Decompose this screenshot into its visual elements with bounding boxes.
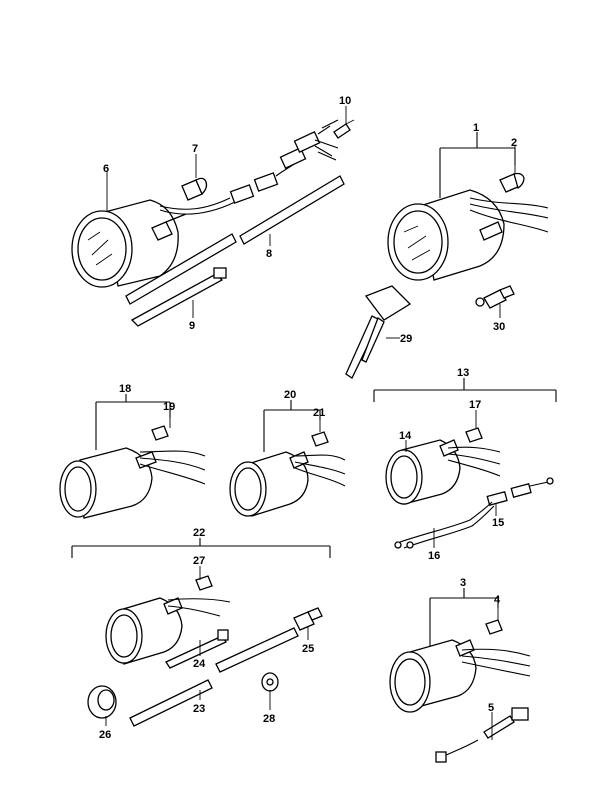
fitting-icon	[333, 119, 355, 139]
bulb-icon	[499, 172, 525, 193]
round-gauge-icon	[71, 199, 187, 288]
round-gauge-icon	[387, 189, 505, 281]
bulb-icon	[181, 177, 208, 201]
gauge-3-assembly	[389, 588, 531, 763]
bulb-icon	[485, 619, 503, 635]
callout-20: 20	[284, 389, 296, 401]
callout-26: 26	[99, 729, 111, 741]
callout-labels: 1 2 3 4 5 6 7 8 9 10 13 14 15 16 17 18 1…	[99, 95, 517, 741]
round-gauge-icon	[229, 451, 309, 517]
callout-7: 7	[192, 143, 198, 155]
callout-25: 25	[302, 643, 314, 655]
callout-17: 17	[469, 399, 481, 411]
fitting-icon	[293, 607, 323, 631]
wire-harness-icon	[394, 477, 554, 549]
plug-icon	[87, 685, 117, 719]
callout-6: 6	[103, 163, 109, 175]
callout-2: 2	[511, 137, 517, 149]
callout-16: 16	[428, 550, 440, 562]
callout-28: 28	[263, 713, 275, 725]
round-gauge-icon	[385, 439, 461, 505]
bulb-icon	[195, 575, 213, 591]
callout-29: 29	[400, 333, 412, 345]
callout-15: 15	[492, 517, 504, 529]
bulb-icon	[151, 425, 169, 441]
callout-18: 18	[119, 383, 131, 395]
callout-8: 8	[266, 248, 272, 260]
callout-13: 13	[457, 367, 469, 379]
gauge-20-assembly	[229, 400, 346, 517]
callout-1: 1	[473, 122, 479, 134]
callout-21: 21	[313, 407, 325, 419]
leader-lines	[105, 106, 516, 740]
gauge-13-assembly	[373, 378, 557, 549]
gauge-6-assembly	[71, 119, 355, 327]
callout-23: 23	[193, 703, 205, 715]
cable-tie-icon	[130, 267, 227, 327]
round-gauge-icon	[105, 597, 183, 665]
callout-9: 9	[189, 320, 195, 332]
callout-30: 30	[493, 321, 505, 333]
cable-tie-icon	[165, 629, 229, 669]
hose-icon	[125, 175, 345, 305]
callout-24: 24	[193, 658, 206, 670]
callout-5: 5	[488, 702, 494, 714]
callout-19: 19	[163, 401, 175, 413]
callout-27: 27	[193, 555, 205, 567]
sensor-icon	[475, 285, 515, 309]
gauge-1-assembly	[345, 132, 549, 379]
round-gauge-icon	[389, 639, 477, 713]
callout-4: 4	[494, 594, 501, 606]
gauge-18-assembly	[59, 394, 206, 519]
round-gauge-icon	[59, 447, 157, 519]
wire-harness-icon	[435, 707, 529, 763]
plug-icon	[261, 672, 279, 692]
callout-3: 3	[460, 577, 466, 589]
bulb-icon	[311, 431, 329, 447]
bulb-icon	[465, 427, 483, 443]
callout-14: 14	[399, 430, 412, 442]
fitting-icon	[345, 285, 412, 379]
callout-10: 10	[339, 95, 351, 107]
callout-22: 22	[193, 527, 205, 539]
hose-icon	[129, 627, 299, 727]
